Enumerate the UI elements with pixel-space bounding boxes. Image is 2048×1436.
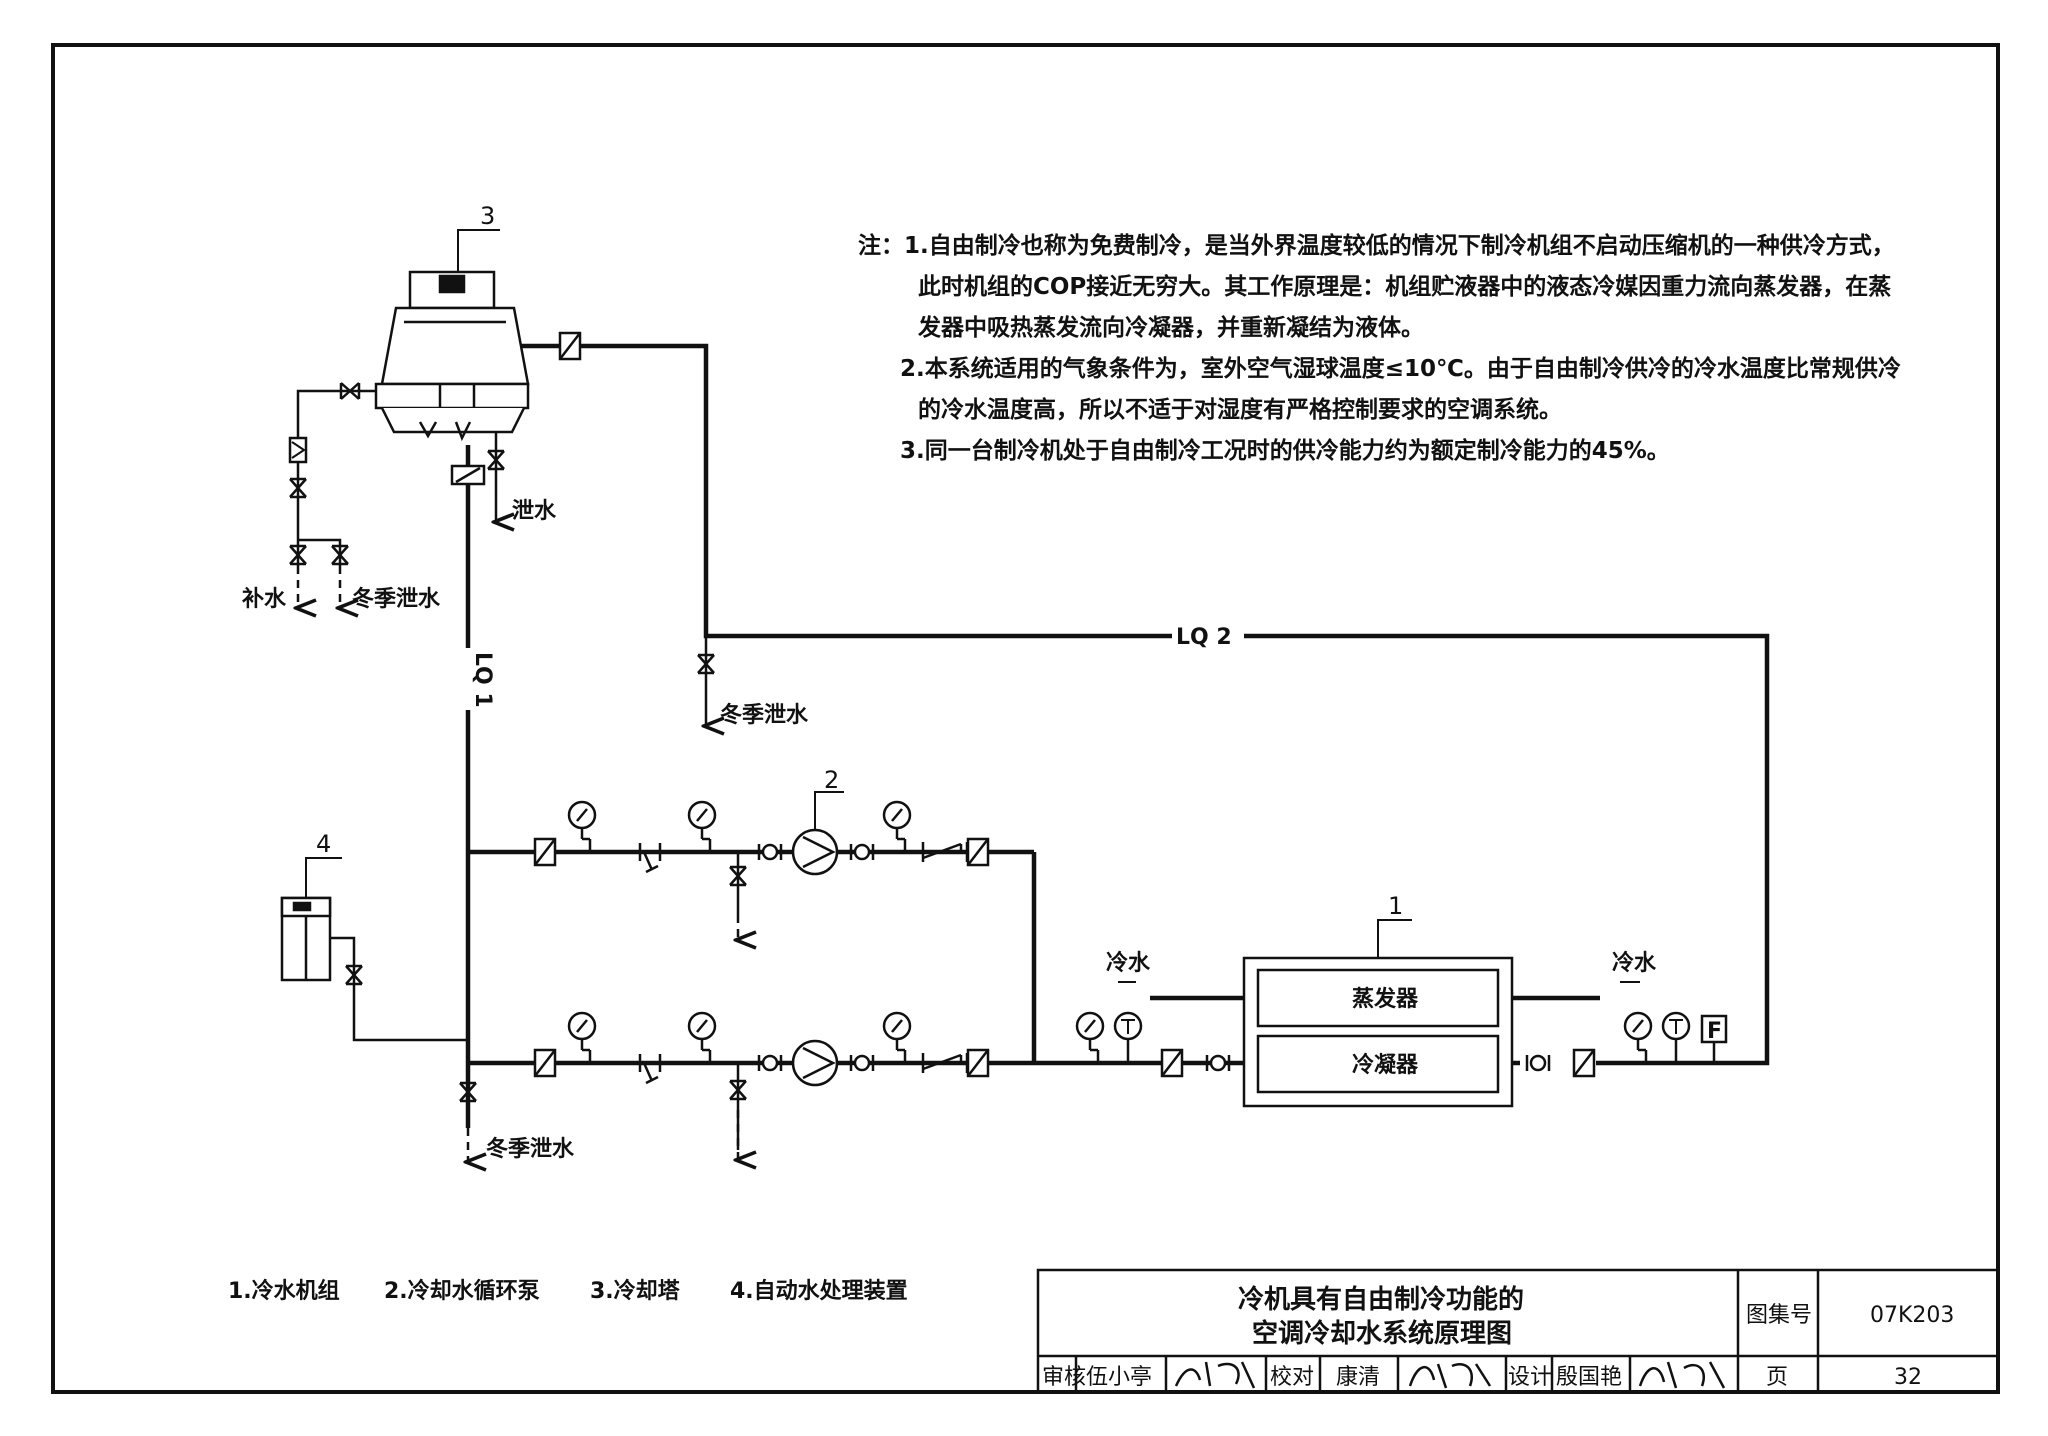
pump-icon [791,1039,839,1087]
condenser-label: 冷凝器 [1352,1052,1419,1078]
legend-item-2: 2.冷却水循环泵 [384,1278,540,1304]
winter-drain-label-2: 冬季泄水 [720,702,809,728]
tower-outlet-joint-icon [450,464,486,486]
cooling-tower [374,270,530,442]
pump-icon [791,828,839,876]
note-2-line-2: 的冷水温度高，所以不适于对湿度有严格控制要求的空调系统。 [918,397,1562,423]
page-label: 页 [1766,1365,1788,1390]
chilled-water-in-label: 冷水 [1106,950,1151,976]
float-valve-icon [288,436,308,464]
designer-signature [1638,1361,1726,1389]
review-label: 审核 [1042,1365,1086,1390]
tag-1-leader [1377,919,1412,958]
note-1-line-1: 1.自由制冷也称为免费制冷，是当外界温度较低的情况下制冷机组不启动压缩机的一种供… [904,233,1895,259]
winter-drain-label-3: 冬季泄水 [486,1136,575,1162]
tag-1: 1 [1388,892,1403,920]
tag-2-leader [814,791,844,830]
lq2-label: LQ 2 [1176,625,1232,650]
checker-signature [1408,1363,1492,1389]
winter-drain-label-1: 冬季泄水 [352,586,441,612]
make-up-water-label: 补水 [241,587,287,612]
reviewer-name: 伍小亭 [1086,1365,1152,1390]
flow-meter-label: F [1707,1019,1722,1044]
chilled-water-out-label: 冷水 [1612,950,1657,976]
pump-branch-top [533,800,990,887]
tag-4-leader [305,857,342,898]
designer-name: 殷国艳 [1556,1365,1622,1390]
lq1-label: LQ 1 [470,652,495,708]
tag-3: 3 [480,202,495,230]
drawing-title-line-1: 冷机具有自由制冷功能的 [1238,1284,1524,1315]
evaporator-label: 蒸发器 [1352,986,1419,1012]
sheet-border [51,43,2000,1394]
tag-3-leader [457,229,500,272]
atlas-label: 图集号 [1746,1303,1812,1328]
note-2-line-1: 2.本系统适用的气象条件为，室外空气湿球温度≤10℃。由于自由制冷供冷的冷水温度… [900,356,1901,382]
condenser-inlet-instruments [1075,1011,1231,1078]
checker-name: 康清 [1336,1365,1380,1390]
water-treatment-unit [280,896,332,982]
note-1-line-2: 此时机组的COP接近无穷大。其工作原理是：机组贮液器中的液态冷媒因重力流向蒸发器… [918,274,1892,300]
check-label: 校对 [1270,1365,1314,1390]
tag-4: 4 [316,830,331,858]
drawing-title-line-2: 空调冷却水系统原理图 [1252,1318,1512,1349]
legend-item-1: 1.冷水机组 [228,1278,340,1304]
design-label: 设计 [1508,1365,1552,1390]
reviewer-signature [1174,1361,1256,1389]
drain-label: 泄水 [512,499,557,524]
condenser-outlet-instruments [1525,1011,1728,1078]
notes-prefix: 注： [858,233,904,259]
pump-branch-bottom [533,1011,990,1101]
legend-item-3: 3.冷却塔 [590,1278,681,1304]
atlas-number: 07K203 [1870,1303,1954,1328]
legend-item-4: 4.自动水处理装置 [730,1278,908,1304]
flexible-joint-icon [558,331,582,361]
tag-2: 2 [824,766,839,794]
note-3-line-1: 3.同一台制冷机处于自由制冷工况时的供冷能力约为额定制冷能力的45%。 [900,438,1670,464]
page-number: 32 [1894,1365,1922,1390]
drain-arrows [298,498,738,1162]
chiller-unit [1242,956,1514,1108]
notes-block: 注：1.自由制冷也称为免费制冷，是当外界温度较低的情况下制冷机组不启动压缩机的一… [858,226,1998,472]
title-block [1036,1268,2000,1394]
note-1-line-3: 发器中吸热蒸发流向冷凝器，并重新凝结为液体。 [918,315,1424,341]
